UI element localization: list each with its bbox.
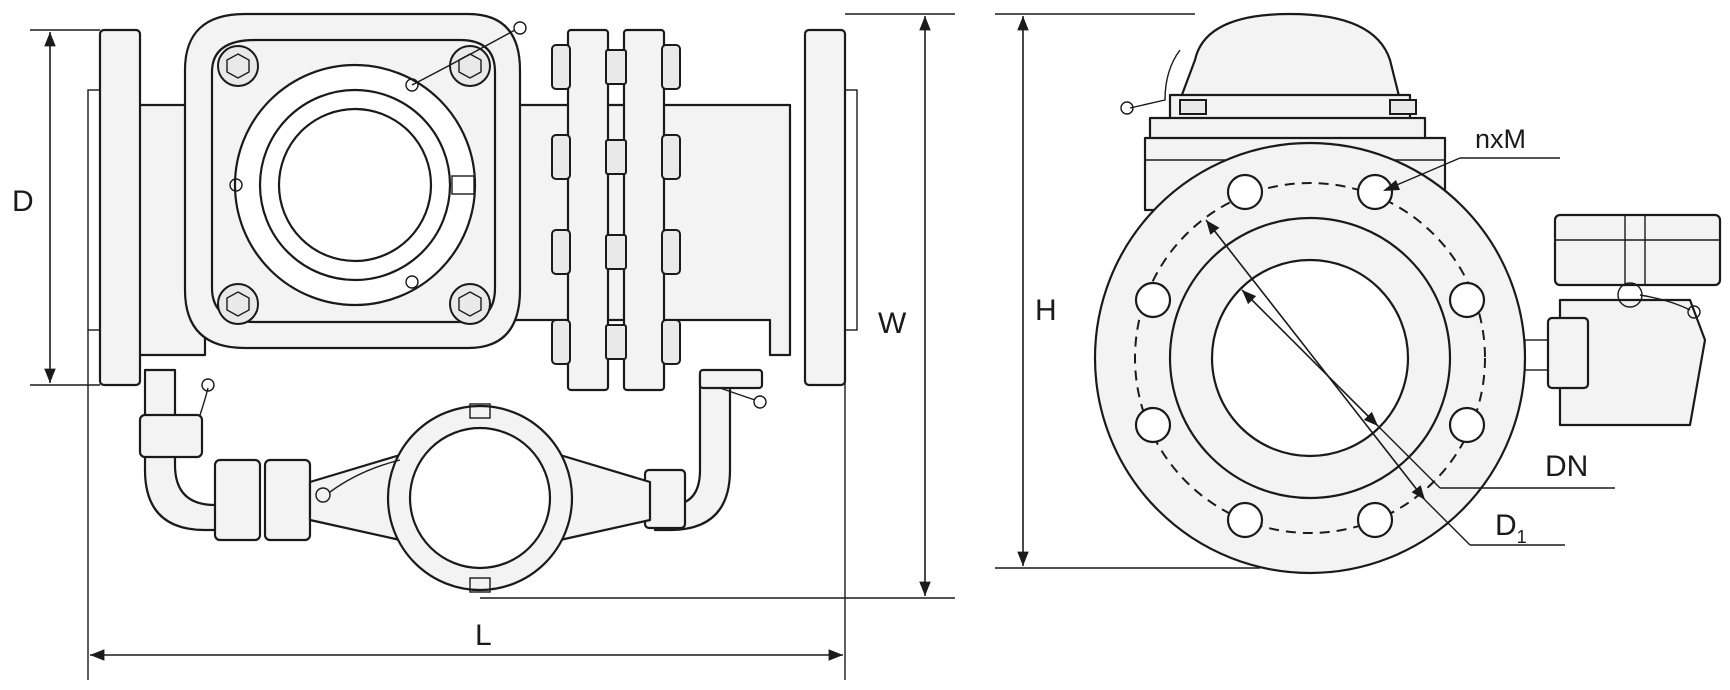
bypass-register-side [1553,213,1722,287]
dimension-line-D1 [1205,219,1426,501]
bypass-coupling-side [1546,316,1590,390]
register-dome [1178,12,1402,102]
label-nxM: nxM [1475,124,1526,154]
mid-flange-left [566,28,610,392]
label-D1: D1 [1495,509,1527,547]
label-W: W [878,307,907,340]
housing-bolts [217,45,491,325]
register-ring-outer [233,63,477,307]
register-glass [277,107,433,263]
right-flange-face [844,89,858,331]
label-D1-subscript: 1 [1517,527,1527,547]
left-flange [98,28,142,387]
label-L: L [475,619,492,652]
end-view [995,12,1722,575]
right-flange [803,28,847,387]
bolt-circle [1134,182,1486,534]
bypass-meter-window [408,426,552,570]
plan-view [30,12,955,680]
flange-bolt-holes [1134,173,1486,539]
label-D1-main: D [1495,509,1517,542]
label-H: H [1035,294,1057,327]
bypass-coupling-2 [263,458,312,542]
bypass-coupling-1 [213,458,262,542]
left-flange-face [87,89,101,331]
label-D: D [12,185,34,218]
label-DN: DN [1545,450,1588,483]
bypass-pipe-right [653,373,732,532]
mid-flange-right [622,28,666,392]
flange-bolts [551,44,681,365]
